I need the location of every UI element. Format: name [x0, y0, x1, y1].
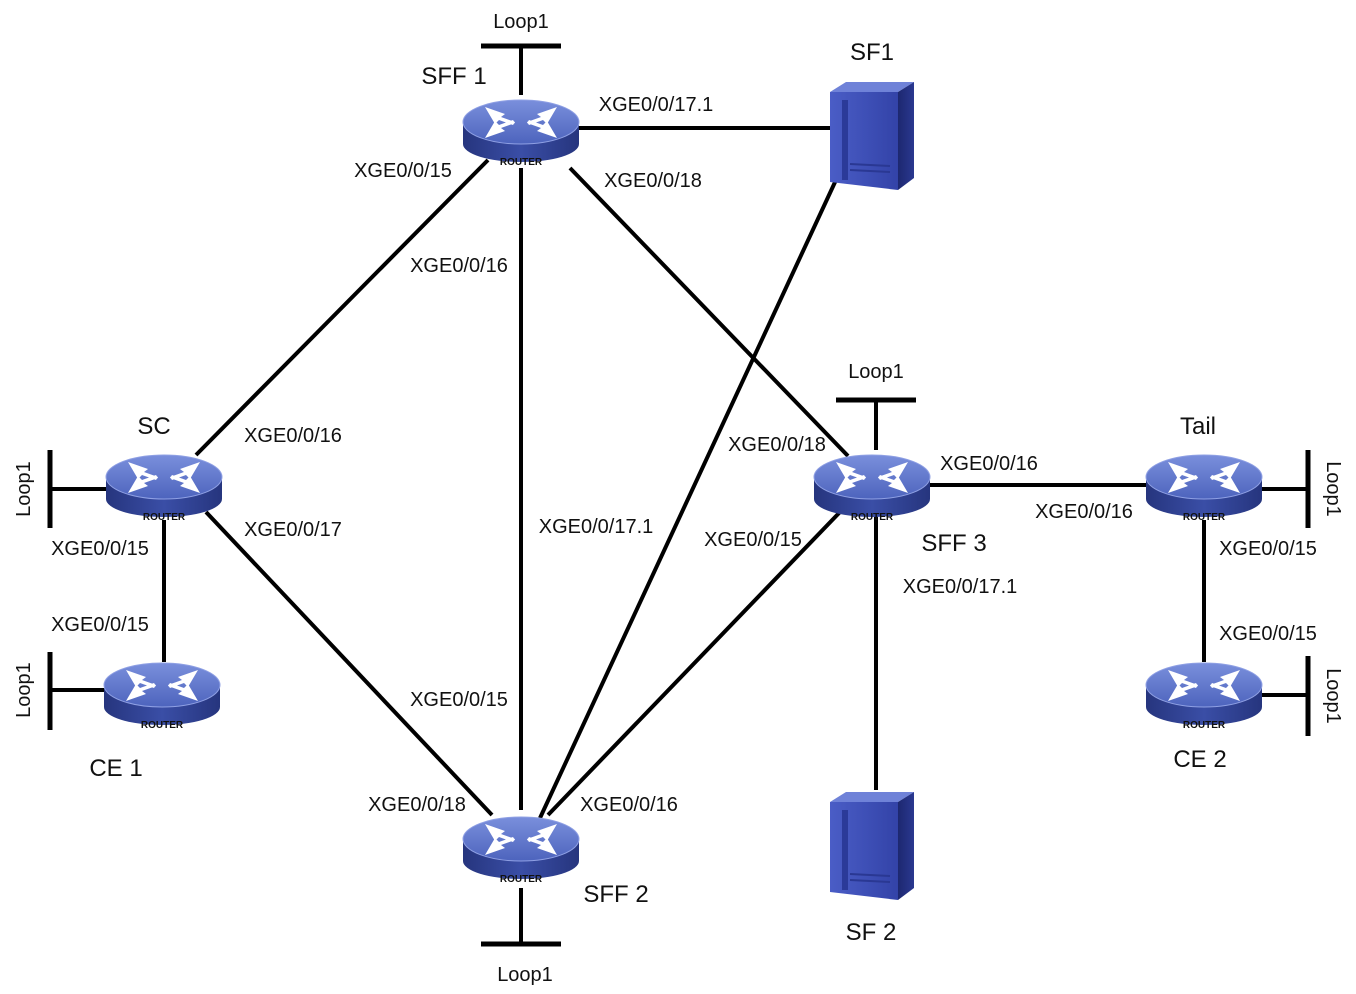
loopback-sff2 — [481, 888, 561, 947]
loopback-ce2 — [1262, 656, 1311, 736]
router-badge: ROUTER — [1183, 512, 1226, 523]
router-ce2[interactable]: ROUTER — [1145, 662, 1263, 731]
label-sff3: SFF 3 — [921, 530, 986, 557]
link-sc-sff2 — [204, 510, 494, 817]
router-badge: ROUTER — [500, 157, 543, 168]
port-sff1-sff2: XGE0/0/16 — [410, 255, 508, 277]
loopback-label-tail: Loop1 — [1322, 461, 1344, 517]
port-ce1-sc: XGE0/0/15 — [51, 614, 149, 636]
port-sff2-sc: XGE0/0/18 — [368, 794, 466, 816]
device-layer: ROUTER ROUTER ROUTER ROUTER ROUTER ROUTE… — [103, 81, 1263, 901]
loopback-tail — [1262, 450, 1311, 528]
label-ce2: CE 2 — [1173, 746, 1226, 773]
server-sf2[interactable] — [829, 791, 915, 901]
loopback-ce1 — [47, 652, 106, 730]
port-sc-ce1: XGE0/0/15 — [51, 538, 149, 560]
link-layer — [162, 126, 1206, 819]
port-sff3-sff2: XGE0/0/15 — [704, 529, 802, 551]
label-sff2: SFF 2 — [583, 881, 648, 908]
router-badge: ROUTER — [1183, 720, 1226, 731]
label-sc: SC — [137, 413, 170, 440]
loopback-sc — [47, 450, 106, 528]
loopback-label-sc: Loop1 — [13, 461, 35, 517]
link-sf1-sff2 — [538, 179, 838, 819]
port-sff1-sc: XGE0/0/15 — [354, 160, 452, 182]
link-sff1-sff3 — [568, 166, 850, 458]
loopback-sff1 — [481, 43, 561, 95]
link-sff2-sff3 — [546, 510, 842, 817]
router-badge: ROUTER — [141, 720, 184, 731]
loopback-label-ce1: Loop1 — [13, 662, 35, 718]
port-sff3-sff1: XGE0/0/18 — [728, 434, 826, 456]
label-sf2: SF 2 — [846, 919, 897, 946]
router-badge: ROUTER — [500, 874, 543, 885]
port-sc-sff2: XGE0/0/17 — [244, 519, 342, 541]
port-sff3-tail: XGE0/0/16 — [940, 453, 1038, 475]
label-tail: Tail — [1180, 413, 1216, 440]
loopback-label-sff2: Loop1 — [497, 964, 553, 986]
router-sff2[interactable]: ROUTER — [462, 816, 580, 885]
router-sff3[interactable]: ROUTER — [813, 454, 931, 523]
loopback-label-ce2: Loop1 — [1322, 668, 1344, 724]
router-badge: ROUTER — [143, 512, 186, 523]
port-sff1-sff3: XGE0/0/18 — [604, 170, 702, 192]
port-sff2-sff3: XGE0/0/16 — [580, 794, 678, 816]
label-sf1: SF1 — [850, 39, 894, 66]
router-badge: ROUTER — [851, 512, 894, 523]
loopback-label-layer: Loop1 Loop1 Loop1 Loop1 Loop1 Loop1 Loop… — [13, 11, 1344, 986]
port-ce2-tail: XGE0/0/15 — [1219, 623, 1317, 645]
port-sff3-sf2: XGE0/0/17.1 — [903, 576, 1018, 598]
label-sff1: SFF 1 — [421, 63, 486, 90]
loopback-layer — [47, 43, 1311, 947]
port-label-layer: XGE0/0/17.1 XGE0/0/15 XGE0/0/18 XGE0/0/1… — [51, 94, 1317, 816]
port-sc-sff1: XGE0/0/16 — [244, 425, 342, 447]
loopback-sff3 — [836, 397, 916, 450]
loopback-label-sff1: Loop1 — [493, 11, 549, 33]
router-sff1[interactable]: ROUTER — [462, 99, 580, 168]
router-ce1[interactable]: ROUTER — [103, 662, 221, 731]
port-sff1-sf1: XGE0/0/17.1 — [599, 94, 714, 116]
port-sff2-sf1: XGE0/0/17.1 — [539, 516, 654, 538]
port-tail-sff3: XGE0/0/16 — [1035, 501, 1133, 523]
router-tail[interactable]: ROUTER — [1145, 454, 1263, 523]
router-sc[interactable]: ROUTER — [105, 454, 223, 523]
node-label-layer: SFF 1 SF1 SC CE 1 SFF 2 SFF 3 SF 2 Tail … — [89, 39, 1226, 946]
link-sff1-sc — [194, 158, 490, 457]
loopback-label-sff3: Loop1 — [848, 361, 904, 383]
label-ce1: CE 1 — [89, 755, 142, 782]
server-sf1[interactable] — [829, 81, 915, 191]
port-tail-ce2: XGE0/0/15 — [1219, 538, 1317, 560]
port-sff2-sff1: XGE0/0/15 — [410, 689, 508, 711]
